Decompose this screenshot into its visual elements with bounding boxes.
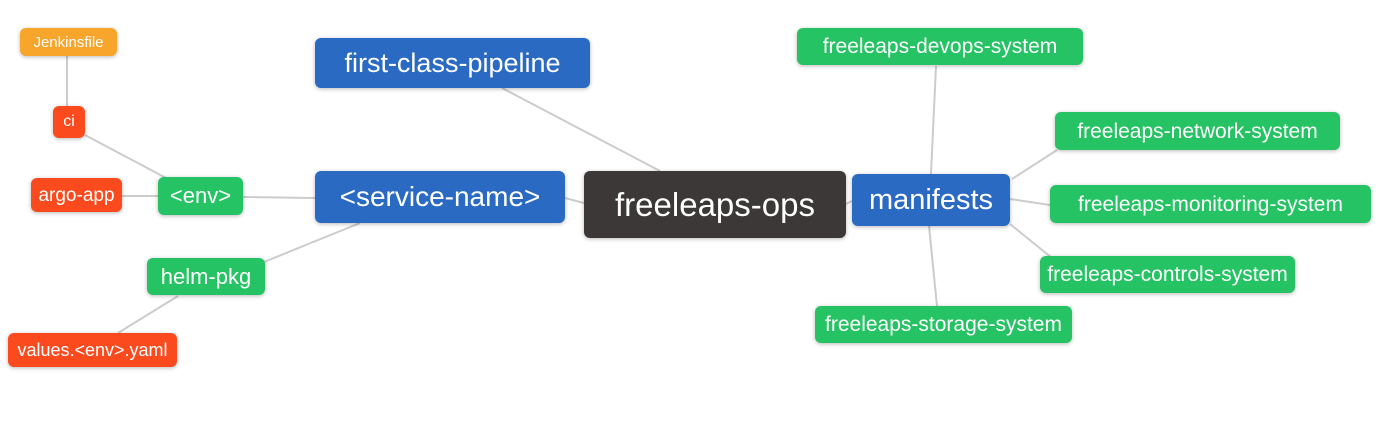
node-env[interactable]: <env> [158, 177, 243, 215]
node-argo-app[interactable]: argo-app [31, 178, 122, 212]
edge-pipeline-freeleaps-ops [501, 87, 661, 172]
node-freeleaps-monitoring-system[interactable]: freeleaps-monitoring-system [1050, 185, 1371, 223]
node-manifests[interactable]: manifests [852, 174, 1010, 226]
edge-ci-env [84, 134, 167, 179]
node-service-name[interactable]: <service-name> [315, 171, 565, 223]
edge-manifests-storage [928, 225, 938, 307]
edge-manifests-controls [1009, 223, 1053, 259]
edge-service-name-helm-pkg [263, 222, 361, 263]
edge-manifests-monitoring [1009, 198, 1051, 206]
node-freeleaps-storage-system[interactable]: freeleaps-storage-system [815, 306, 1072, 343]
edge-manifests-devops [930, 65, 937, 175]
node-jenkinsfile[interactable]: Jenkinsfile [20, 28, 117, 56]
node-ci[interactable]: ci [53, 106, 85, 138]
node-freeleaps-ops-root[interactable]: freeleaps-ops [584, 171, 846, 238]
edge-service-name-ops [564, 197, 585, 204]
node-first-class-pipeline[interactable]: first-class-pipeline [315, 38, 590, 88]
node-values-env-yaml[interactable]: values.<env>.yaml [8, 333, 177, 367]
node-freeleaps-network-system[interactable]: freeleaps-network-system [1055, 112, 1340, 150]
edge-helm-pkg-values [117, 295, 179, 334]
node-helm-pkg[interactable]: helm-pkg [147, 258, 265, 295]
edge-manifests-network [1011, 149, 1058, 180]
node-freeleaps-controls-system[interactable]: freeleaps-controls-system [1040, 256, 1295, 293]
edge-env-service-name [242, 196, 316, 199]
node-freeleaps-devops-system[interactable]: freeleaps-devops-system [797, 28, 1083, 65]
